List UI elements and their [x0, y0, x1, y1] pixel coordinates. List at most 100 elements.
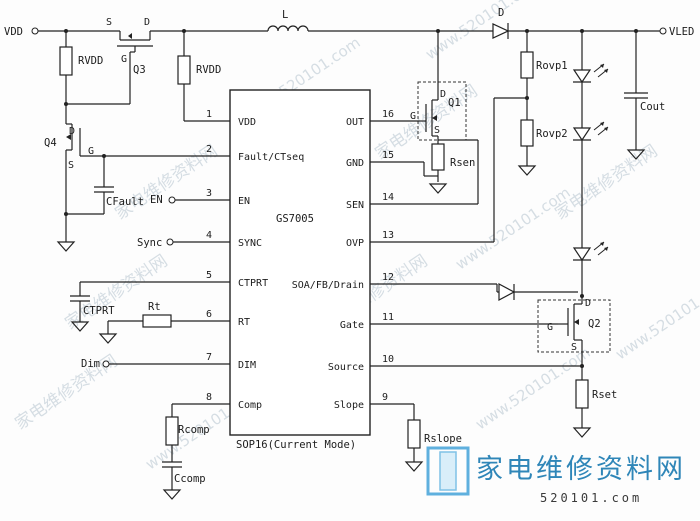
watermark-tile: www.520101.com	[452, 183, 573, 273]
supply-rail: VDD	[4, 26, 120, 38]
comp-network: Rcomp Ccomp	[162, 403, 230, 500]
q2-source-label: S	[571, 342, 577, 353]
dim-label: Dim	[81, 358, 100, 370]
ic-part-number: GS7005	[276, 213, 314, 225]
led-2	[572, 121, 609, 142]
ic-pin-number-7: 7	[206, 352, 212, 363]
ovp-divider: Rovp1 Rovp2	[517, 31, 568, 176]
rcomp-label: Rcomp	[178, 424, 210, 436]
rt-label: Rt	[148, 301, 161, 313]
ic-pin-number-8: 8	[206, 392, 212, 403]
q3-name: Q3	[133, 64, 146, 76]
ic-pin-name-15: GND	[346, 158, 364, 169]
rvdd-right-label: RVDD	[196, 64, 221, 76]
rslope-label: Rslope	[424, 433, 462, 445]
q3-source-label: S	[106, 17, 112, 28]
capacitor-cout: Cout	[624, 31, 665, 160]
watermark-tile: www.520101.com	[472, 343, 593, 433]
brand-name: 家电维修资料网	[476, 454, 686, 485]
resistor-rvdd-left: RVDD	[59, 31, 103, 120]
resistor-rslope: Rslope	[370, 403, 462, 472]
ic-pin-name-11: Gate	[340, 320, 364, 331]
resistor-rsen: Rsen	[431, 143, 475, 182]
ic-pin-name-13: OVP	[346, 238, 364, 249]
transistor-q2: D G S Q2	[537, 296, 611, 353]
cout-label: Cout	[640, 101, 665, 113]
q2-name: Q2	[588, 318, 601, 330]
q1-name: Q1	[448, 97, 461, 109]
q4-name: Q4	[44, 137, 57, 149]
q1-source-label: S	[434, 125, 440, 136]
ic-pin-name-12: SOA/FB/Drain	[292, 280, 364, 291]
ic-right-pins: 16OUT15GND14SEN13OVP12SOA/FB/Drain11Gate…	[292, 109, 394, 411]
vdd-label: VDD	[4, 26, 23, 38]
dim-input: Dim	[81, 358, 230, 370]
diode-label: D	[498, 7, 504, 19]
rvdd-left-label: RVDD	[78, 55, 103, 67]
q1-drain-label: D	[440, 89, 446, 100]
ic-pin-name-16: OUT	[346, 117, 364, 128]
watermark-tile: 家电维修资料网	[112, 141, 222, 224]
ic-pin-number-2: 2	[206, 144, 212, 155]
ic-pin-name-5: CTPRT	[238, 278, 268, 289]
resistor-rt: Rt	[98, 301, 230, 344]
rset-label: Rset	[592, 389, 617, 401]
ic-pin-name-1: VDD	[238, 117, 256, 128]
rovp1-label: Rovp1	[536, 60, 568, 72]
ic-pin-number-14: 14	[382, 192, 394, 203]
ic-gs7005: GS7005 SOP16(Current Mode) 1VDD2Fault/CT…	[206, 89, 394, 451]
led-3	[572, 241, 609, 262]
ic-pin-number-6: 6	[206, 309, 212, 320]
brand-logo-mark	[426, 446, 470, 496]
q4-source-label: S	[68, 160, 74, 171]
capacitor-ctprt: CTPRT	[70, 281, 230, 332]
q4-drain-label: D	[69, 126, 75, 137]
inductor-l: L	[267, 9, 309, 32]
brand-site: 520101.com	[540, 491, 642, 505]
ccomp-label: Ccomp	[174, 473, 206, 485]
en-label: EN	[150, 194, 163, 206]
ic-pin-number-9: 9	[382, 392, 388, 403]
led-1	[572, 63, 609, 84]
q2-gate-label: G	[547, 322, 553, 333]
diode-soa	[498, 283, 516, 301]
ic-body	[229, 89, 371, 436]
q3-drain-label: D	[144, 17, 150, 28]
watermark-tile: www.520101.com	[612, 273, 700, 363]
vled-label: VLED	[669, 26, 694, 38]
q4-gate-label: G	[88, 146, 94, 157]
transistor-q4: D S G Q4	[44, 120, 100, 171]
sync-label: Sync	[137, 237, 162, 249]
ic-pin-name-4: SYNC	[238, 238, 262, 249]
ic-pin-number-11: 11	[382, 312, 394, 323]
q2-drain-label: D	[585, 298, 591, 309]
sync-input: Sync	[137, 237, 230, 249]
watermark-tile: 家电维修资料网	[552, 141, 662, 224]
ic-pin-name-8: Comp	[238, 400, 262, 411]
ic-left-pins: 1VDD2Fault/CTseq3EN4SYNC5CTPRT6RT7DIM8Co…	[206, 109, 304, 411]
ic-pin-name-10: Source	[328, 362, 364, 373]
ic-pin-name-2: Fault/CTseq	[238, 152, 304, 163]
ic-pin-number-16: 16	[382, 109, 394, 120]
ic-pin-number-15: 15	[382, 150, 394, 161]
rovp2-label: Rovp2	[536, 128, 568, 140]
rsen-label: Rsen	[450, 157, 475, 169]
inductor-label: L	[282, 9, 288, 21]
ic-pin-name-3: EN	[238, 196, 250, 207]
q3-gate-label: G	[121, 54, 127, 65]
ic-pin-number-3: 3	[206, 188, 212, 199]
ic-pin-number-1: 1	[206, 109, 212, 120]
ic-pin-number-4: 4	[206, 230, 212, 241]
ic-pin-number-13: 13	[382, 230, 394, 241]
q1-gate-label: G	[410, 111, 416, 122]
ic-pin-name-7: DIM	[238, 360, 256, 371]
vled-terminal	[659, 27, 667, 35]
en-input: EN	[150, 194, 230, 206]
cfault-label: CFault	[106, 196, 144, 208]
brand-logo: 家电维修资料网 520101.com	[426, 446, 686, 505]
ic-pin-name-9: Slope	[334, 400, 364, 411]
ic-pin-name-6: RT	[238, 317, 250, 328]
led-string	[572, 31, 609, 296]
